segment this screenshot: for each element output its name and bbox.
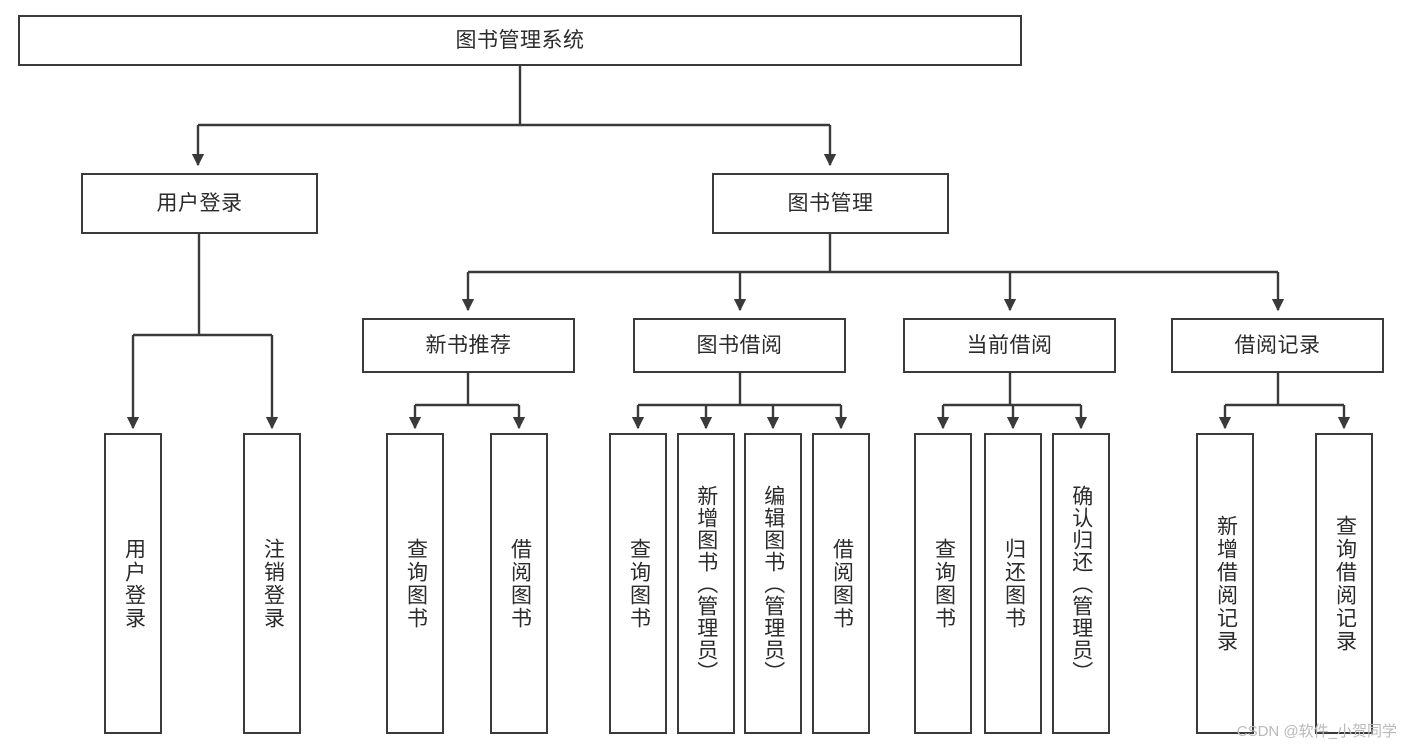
node-borrowing-records-label: 借阅记录 — [1234, 333, 1321, 357]
node-leaf-logout-label: 注销登录 — [261, 537, 285, 630]
node-leaf-logout[interactable]: 注销登录 — [243, 433, 301, 734]
node-leaf-query-borrow-record[interactable]: 查询借阅记录 — [1315, 433, 1373, 734]
node-book-borrowing[interactable]: 图书借阅 — [633, 318, 846, 373]
node-user-login-label: 用户登录 — [156, 191, 243, 215]
node-leaf-confirm-return-admin[interactable]: 确认归还（管理员） — [1052, 433, 1110, 734]
node-leaf-query-books-recommend[interactable]: 查询图书 — [386, 433, 444, 734]
node-new-book-recommendation[interactable]: 新书推荐 — [362, 318, 575, 373]
node-leaf-return-books-label: 归还图书 — [1002, 537, 1026, 630]
node-root-label: 图书管理系统 — [455, 28, 585, 52]
node-leaf-add-book-admin-label: 新增图书（管理员） — [694, 484, 718, 683]
node-leaf-borrow-books-recommend[interactable]: 借阅图书 — [490, 433, 548, 734]
node-leaf-edit-book-admin-label: 编辑图书（管理员） — [761, 484, 785, 683]
node-borrowing-records[interactable]: 借阅记录 — [1171, 318, 1384, 373]
node-new-book-recommendation-label: 新书推荐 — [425, 333, 512, 357]
node-leaf-query-books-recommend-label: 查询图书 — [404, 537, 428, 630]
node-book-management[interactable]: 图书管理 — [712, 173, 949, 234]
node-leaf-query-books-borrow[interactable]: 查询图书 — [609, 433, 667, 734]
node-leaf-query-books-current[interactable]: 查询图书 — [914, 433, 972, 734]
node-leaf-return-books[interactable]: 归还图书 — [984, 433, 1042, 734]
node-leaf-add-borrow-record[interactable]: 新增借阅记录 — [1196, 433, 1254, 734]
node-user-login[interactable]: 用户登录 — [81, 173, 318, 234]
node-leaf-query-books-current-label: 查询图书 — [932, 537, 956, 630]
node-leaf-edit-book-admin[interactable]: 编辑图书（管理员） — [744, 433, 802, 734]
node-root[interactable]: 图书管理系统 — [18, 15, 1022, 66]
node-leaf-confirm-return-admin-label: 确认归还（管理员） — [1069, 484, 1093, 683]
node-leaf-query-borrow-record-label: 查询借阅记录 — [1333, 514, 1357, 653]
node-current-borrowing[interactable]: 当前借阅 — [903, 318, 1116, 373]
node-leaf-query-books-borrow-label: 查询图书 — [627, 537, 651, 630]
node-leaf-borrow-books[interactable]: 借阅图书 — [812, 433, 870, 734]
node-leaf-add-borrow-record-label: 新增借阅记录 — [1214, 514, 1238, 653]
node-leaf-borrow-books-recommend-label: 借阅图书 — [508, 537, 532, 630]
node-current-borrowing-label: 当前借阅 — [966, 333, 1053, 357]
node-leaf-user-login[interactable]: 用户登录 — [104, 433, 162, 734]
node-leaf-borrow-books-label: 借阅图书 — [830, 537, 854, 630]
node-leaf-add-book-admin[interactable]: 新增图书（管理员） — [677, 433, 735, 734]
node-leaf-user-login-label: 用户登录 — [122, 537, 146, 630]
node-book-management-label: 图书管理 — [787, 191, 874, 215]
node-book-borrowing-label: 图书借阅 — [696, 333, 783, 357]
